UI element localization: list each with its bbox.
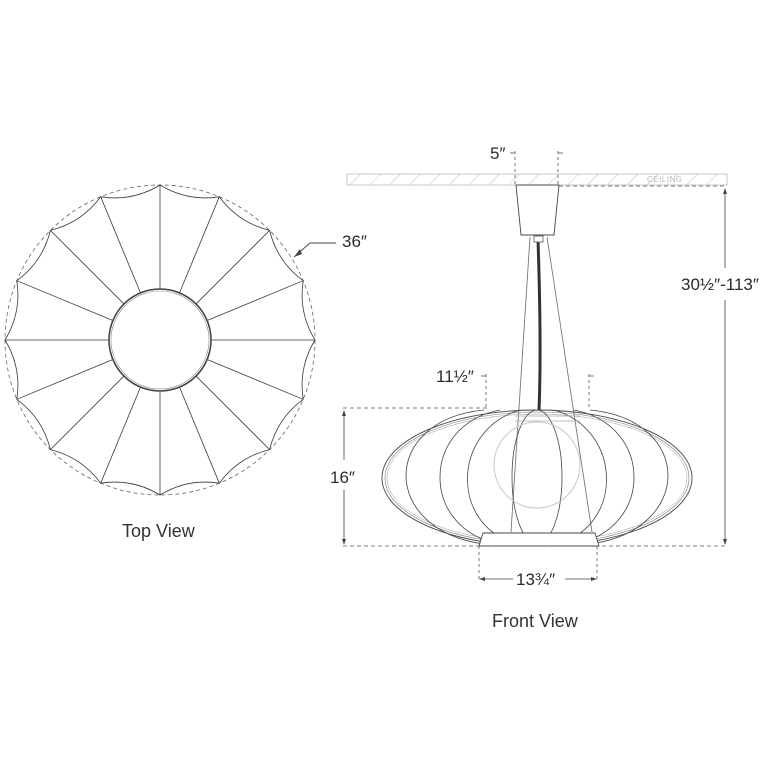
power-cord <box>536 239 542 411</box>
shade-base <box>478 532 600 547</box>
top-view-diameter-label: 36″ <box>342 232 367 251</box>
base-width-label: 13¾″ <box>516 570 556 589</box>
shade-top-opening-label: 11½″ <box>436 367 474 386</box>
canopy <box>515 184 560 236</box>
top-view-caption: Top View <box>122 521 195 541</box>
front-view-drawing <box>342 151 728 582</box>
ceiling-label: CEILING <box>647 175 683 184</box>
shade-height-label: 16″ <box>330 468 355 487</box>
canopy-width-label: 5″ <box>490 144 506 163</box>
front-view-caption: Front View <box>492 611 578 631</box>
center-hub <box>108 288 212 392</box>
top-view-drawing <box>4 184 336 496</box>
overall-height-label: 30½″-113″ <box>681 275 759 294</box>
bulb <box>493 421 581 509</box>
